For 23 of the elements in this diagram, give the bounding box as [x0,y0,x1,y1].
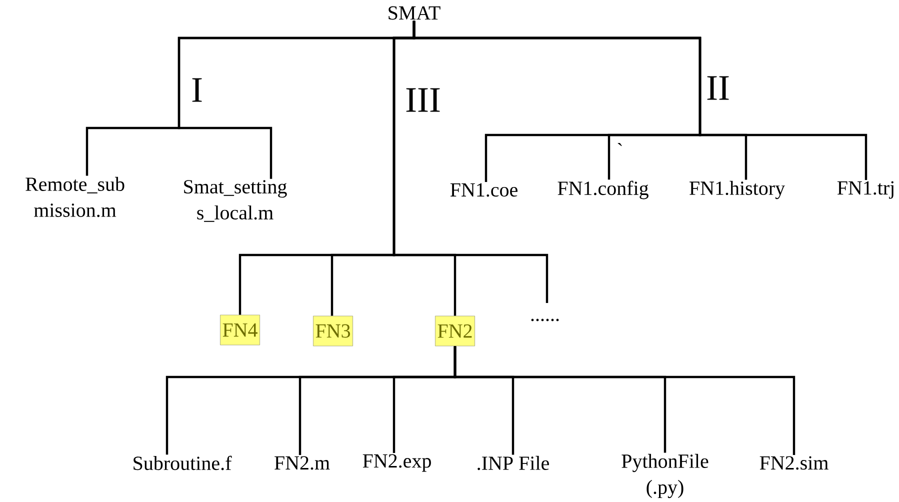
branch-numeral: I [192,78,202,102]
folder-box: FN4 [220,314,260,346]
stray-mark: ` [618,143,622,146]
file-name: FN2.exp [362,454,431,472]
ellipsis-text: ...... [531,318,559,322]
tree-connector [454,346,796,456]
file-name: Subroutine.f [134,456,232,470]
folder-box: FN2 [435,316,475,346]
file-name: FN1.history [690,180,785,200]
file-name: Smat_setting s_local.m [184,180,287,222]
root-label: SMAT [388,6,440,20]
file-name: FN1.coe [450,183,518,197]
file-name: .INP File [478,456,549,470]
folder-box: FN3 [313,316,353,346]
branch-numeral: II [707,76,729,100]
file-name: FN1.trj [837,181,894,199]
file-name: FN2.m [274,456,330,470]
file-name: PythonFile (.py) [622,454,708,498]
file-name: Remote_sub mission.m [26,176,124,218]
file-name: FN2.sim [760,456,828,470]
tree-connector [392,20,548,303]
branch-numeral: III [406,88,440,112]
file-name: FN1.config [558,180,648,200]
